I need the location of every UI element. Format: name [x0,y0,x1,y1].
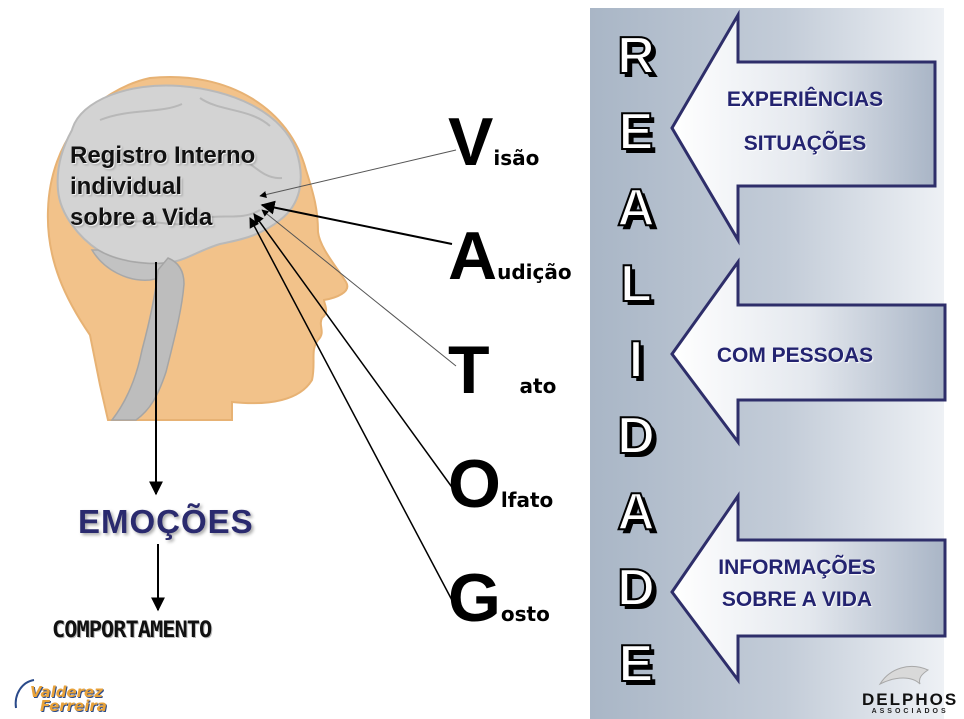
reality-letter-5: I [628,331,644,389]
reality-letter-1: R [616,27,656,85]
sense-gosto: Gosto [448,564,550,632]
valderez-logo: Valderez Ferreira [30,683,107,715]
arrow-shape-informacoes [670,491,947,685]
valderez-logo-line-2: Ferreira [40,697,107,715]
delphos-logo-sub: ASSOCIADOS [871,708,949,715]
delphos-logo: DELPHOS ASSOCIADOS [862,690,958,715]
head-label: Registro Interno individual sobre a Vida [70,140,310,233]
sense-audicao-rest: udição [497,260,572,284]
valderez-logo-line-1: Valderez [30,683,103,701]
sense-audicao-initial: A [448,218,498,294]
reality-letter-3: A [616,179,656,237]
arrow-text-informacoes: INFORMAÇÕES SOBRE A VIDA [692,552,902,616]
sense-visao-initial: V [448,104,494,180]
emocoes-label: EMOÇÕES [78,503,254,540]
head-silhouette [46,76,349,421]
sense-olfato: Olfato [448,450,553,518]
line-audicao [260,200,453,245]
sense-visao-rest: isão [493,146,540,170]
head-label-line-3: sobre a Vida [70,204,213,231]
arrow-text-experiencias-line-2: SITUAÇÕES [743,132,867,155]
sense-gosto-rest: osto [500,602,550,626]
line-gosto [249,217,455,605]
arrow-text-informacoes-line-2: SOBRE A VIDA [721,588,873,611]
arrow-text-experiencias: EXPERIÊNCIAS SITUAÇÕES [700,84,910,160]
line-visao [259,149,457,198]
sense-tato-rest: ato [519,374,557,398]
head-label-line-2: individual [70,173,183,200]
sense-tato-initial: T [448,332,490,408]
sense-gosto-initial: G [448,560,501,636]
line-tato [261,209,457,367]
dolphin-logo-icon [878,666,930,686]
reality-letter-9: E [618,635,655,693]
arrow-shape-experiencias [670,9,937,246]
valderez-logo-icon [14,679,35,709]
reality-letter-7: A [616,483,656,541]
sense-audicao: Audição [448,222,572,290]
reality-letter-8: D [616,559,656,617]
arrow-text-informacoes-line-1: INFORMAÇÕES [718,556,876,579]
sense-visao: Visão [448,108,539,176]
arrow-text-pessoas-line-1: COM PESSOAS [716,344,874,367]
arrow-text-experiencias-line-1: EXPERIÊNCIAS [726,88,884,111]
arrow-shape-pessoas [670,257,947,447]
delphos-logo-name: DELPHOS [862,690,959,709]
arrow-text-pessoas: COM PESSOAS [690,340,900,372]
head-label-line-1: Registro Interno [70,142,256,169]
sense-olfato-rest: lfato [500,488,554,512]
reality-letter-4: L [619,255,653,313]
reality-letter-2: E [618,103,655,161]
line-olfato [253,213,455,491]
sense-olfato-initial: O [448,446,501,522]
comportamento-label: COMPORTAMENTO [52,618,212,643]
reality-letter-6: D [616,407,656,465]
